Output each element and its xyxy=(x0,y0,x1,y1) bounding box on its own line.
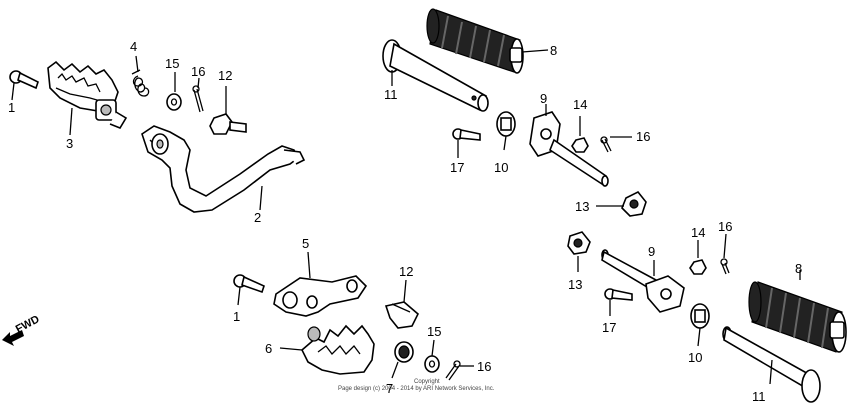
callout-1-bottom: 1 xyxy=(233,309,240,324)
part-16-cotter-pin-right-bottom xyxy=(720,258,730,275)
part-10-washer-top xyxy=(496,111,516,137)
callout-12-top: 12 xyxy=(218,68,232,83)
part-1-bolt-bottom xyxy=(233,274,265,294)
part-17-bolt-bottom xyxy=(604,288,633,301)
callout-1-top: 1 xyxy=(8,100,15,115)
callout-14-bottom: 14 xyxy=(691,225,705,240)
part-16-cotter-pin-top xyxy=(192,85,204,113)
callout-8-top: 8 xyxy=(550,43,557,58)
callout-9-top: 9 xyxy=(540,91,547,106)
part-17-bolt-top xyxy=(452,128,481,141)
part-12-bolt-top xyxy=(209,113,247,135)
callout-7: 7 xyxy=(386,381,393,396)
fwd-label: FWD xyxy=(14,313,42,335)
part-9-peg-shaft-bottom xyxy=(601,249,685,313)
callout-16-top: 16 xyxy=(191,64,205,79)
part-7-spring xyxy=(394,341,414,363)
part-15-washer-top xyxy=(166,93,182,111)
part-11-pin-bottom xyxy=(722,326,821,403)
callout-2: 2 xyxy=(254,210,261,225)
callout-11-top: 11 xyxy=(384,87,398,102)
part-8-rubber-grip-bottom xyxy=(748,281,847,353)
callout-9-bottom: 9 xyxy=(648,244,655,259)
callout-10-top: 10 xyxy=(494,160,508,175)
part-4-spring xyxy=(131,69,150,97)
callout-15-bottom: 15 xyxy=(427,324,441,339)
part-16-cotter-pin-bottom xyxy=(445,360,461,381)
callout-5: 5 xyxy=(302,236,309,251)
callout-16-right-bottom: 16 xyxy=(718,219,732,234)
part-1-bolt-top xyxy=(9,70,39,90)
callout-13-bottom: 13 xyxy=(568,277,582,292)
part-13-nut-bottom xyxy=(567,231,591,255)
callout-4: 4 xyxy=(130,39,137,54)
part-13-nut-top xyxy=(621,190,647,217)
callout-10-bottom: 10 xyxy=(688,350,702,365)
fwd-arrow: FWD xyxy=(2,313,42,346)
callout-12-bottom: 12 xyxy=(399,264,413,279)
copyright-line-2: Page design (c) 2004 - 2014 by ARI Netwo… xyxy=(338,386,495,392)
part-10-washer-bottom xyxy=(690,303,710,329)
part-3-footpeg xyxy=(47,60,128,129)
part-14-nut-top xyxy=(571,137,589,153)
callout-3: 3 xyxy=(66,136,73,151)
callout-13-top: 13 xyxy=(575,199,589,214)
part-6-footpeg xyxy=(301,324,375,375)
part-12-bolt-bottom xyxy=(384,301,419,329)
callout-8-bottom: 8 xyxy=(795,261,802,276)
callout-11-bottom: 11 xyxy=(752,389,766,404)
part-2-brake-pedal xyxy=(141,125,306,213)
callout-17-bottom: 17 xyxy=(602,320,616,335)
callout-6: 6 xyxy=(265,341,272,356)
part-9-peg-shaft-top xyxy=(529,111,609,187)
part-11-pin-top xyxy=(382,39,489,112)
part-8-rubber-grip-top xyxy=(426,8,524,74)
callout-15-top: 15 xyxy=(165,56,179,71)
callout-16-right-top: 16 xyxy=(636,129,650,144)
copyright-line-1: Copyright xyxy=(414,379,440,385)
callout-14-top: 14 xyxy=(573,97,587,112)
part-16-cotter-pin-right-top xyxy=(600,136,612,153)
part-15-washer-bottom xyxy=(424,355,440,373)
callout-16-bottom: 16 xyxy=(477,359,491,374)
callout-17-top: 17 xyxy=(450,160,464,175)
part-14-nut-bottom xyxy=(689,259,707,275)
part-5-bracket xyxy=(273,275,368,317)
